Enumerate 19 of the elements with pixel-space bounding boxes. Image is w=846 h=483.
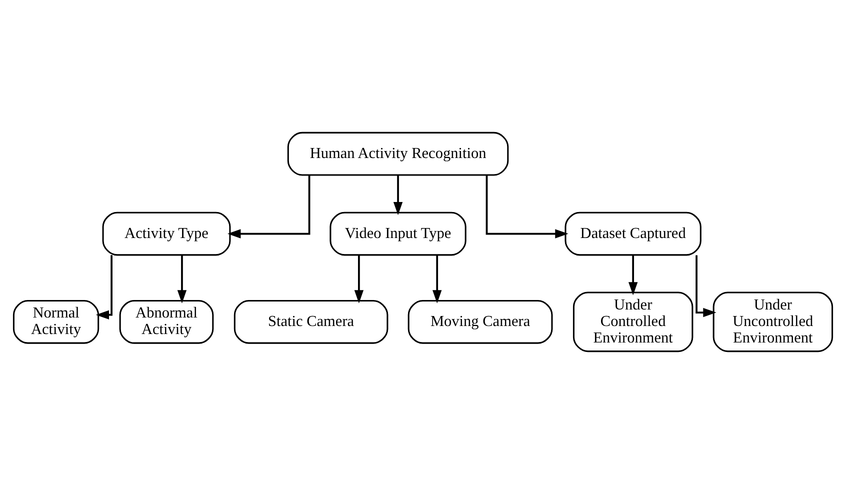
node-box: Abnormal Activity — [119, 300, 214, 344]
node-box: Video Input Type — [330, 211, 466, 256]
node-box: Under Uncontrolled Environment — [712, 291, 834, 352]
node-box: Under Controlled Environment — [572, 291, 694, 352]
arrow — [432, 254, 442, 303]
arrow — [228, 174, 310, 238]
arrow — [628, 254, 638, 295]
arrow — [177, 254, 187, 303]
arrow — [96, 254, 112, 319]
arrow — [486, 174, 568, 238]
node-box: Normal Activity — [12, 300, 100, 344]
node-box: Human Activity Recognition — [287, 131, 509, 176]
arrow — [696, 254, 716, 317]
node-box: Activity Type — [102, 211, 231, 256]
arrow — [354, 254, 364, 303]
node-box: Moving Camera — [408, 300, 553, 344]
node-box: Dataset Captured — [564, 211, 702, 256]
arrow — [393, 174, 403, 215]
node-box: Static Camera — [234, 300, 388, 344]
